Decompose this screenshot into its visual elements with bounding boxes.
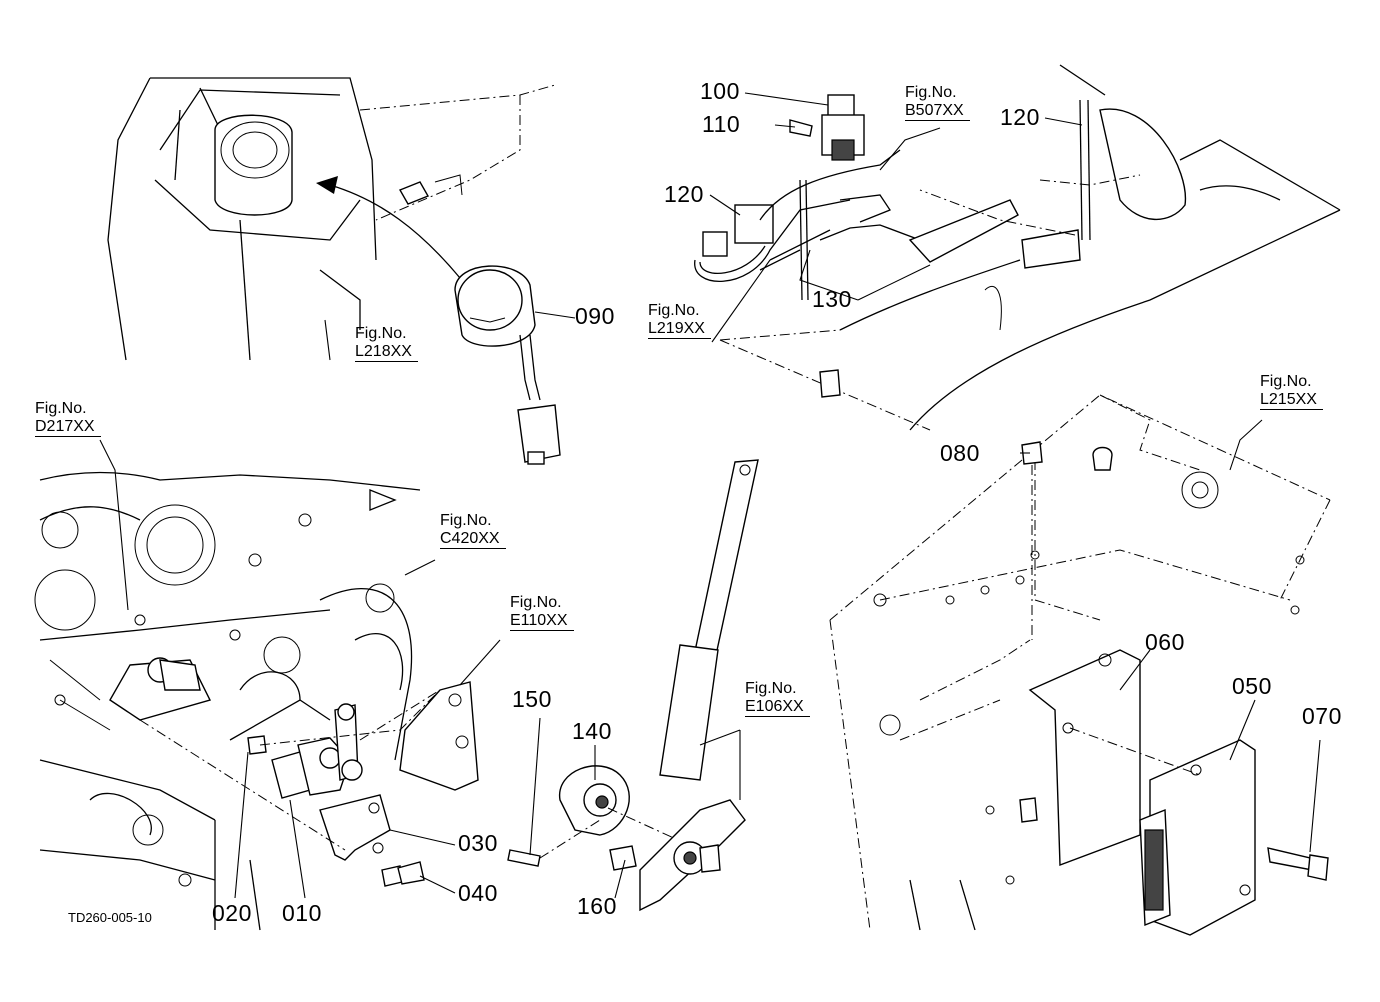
fig-ref-heading: Fig.No. [648, 302, 700, 319]
leader-lines [99, 92, 1321, 899]
fig-ref-heading: Fig.No. [440, 512, 492, 529]
fig-ref-heading: Fig.No. [35, 400, 87, 417]
fig-ref-c420: Fig.No. C420XX [440, 512, 506, 549]
part-label-050: 050 [1232, 673, 1272, 699]
fig-ref-heading: Fig.No. [510, 594, 562, 611]
switch-100 [821, 94, 865, 161]
part-label-130: 130 [812, 286, 852, 312]
part-label-140: 140 [572, 718, 612, 744]
fig-ref-d217: Fig.No. D217XX [35, 400, 101, 437]
fig-ref-heading: Fig.No. [355, 325, 407, 342]
part-label-010: 010 [282, 900, 322, 926]
sensor-010-assembly [139, 689, 441, 887]
linkage-rod [639, 459, 759, 912]
harness-assembly-top-right [694, 64, 1341, 431]
fig-ref-heading: Fig.No. [745, 680, 797, 697]
fig-ref-number: B507XX [905, 102, 970, 121]
drawing-code: TD260-005-10 [68, 910, 152, 925]
part-label-110: 110 [702, 111, 741, 137]
fig-ref-l219: Fig.No. L219XX [648, 302, 711, 339]
part-label-150: 150 [512, 686, 552, 712]
part-label-020: 020 [212, 900, 252, 926]
part-label-040: 040 [458, 880, 498, 906]
switch-090 [454, 265, 561, 465]
part-label-060: 060 [1145, 629, 1185, 655]
part-label-080: 080 [940, 440, 980, 466]
fig-ref-e106: Fig.No. E106XX [745, 680, 810, 717]
part-label-120-right: 120 [1000, 104, 1040, 130]
fig-ref-number: E106XX [745, 698, 810, 717]
bracket-e110 [359, 681, 479, 791]
fig-ref-number: L219XX [648, 320, 711, 339]
fig-ref-number: E110XX [510, 612, 574, 631]
fig-ref-e110: Fig.No. E110XX [510, 594, 574, 631]
fig-ref-l218: Fig.No. L218XX [355, 325, 418, 362]
part-label-070: 070 [1302, 703, 1342, 729]
fig-ref-number: D217XX [35, 418, 101, 437]
fig-ref-heading: Fig.No. [905, 84, 957, 101]
fig-ref-number: C420XX [440, 530, 506, 549]
fig-ref-number: L215XX [1260, 391, 1323, 410]
part-label-090: 090 [575, 303, 615, 329]
part-label-030: 030 [458, 830, 498, 856]
part-label-100: 100 [700, 78, 740, 104]
fig-ref-heading: Fig.No. [1260, 373, 1312, 390]
part-label-120-left: 120 [664, 181, 704, 207]
part-label-160: 160 [577, 893, 617, 919]
fig-ref-number: L218XX [355, 343, 418, 362]
fig-ref-b507: Fig.No. B507XX [905, 84, 970, 121]
panel-assembly-top-left [107, 77, 561, 465]
fig-ref-l215: Fig.No. L215XX [1260, 373, 1323, 410]
sensor-140-assembly [507, 765, 701, 871]
controller-frame-bottom-right [829, 394, 1331, 936]
engine-block-bottom-left [34, 471, 421, 931]
